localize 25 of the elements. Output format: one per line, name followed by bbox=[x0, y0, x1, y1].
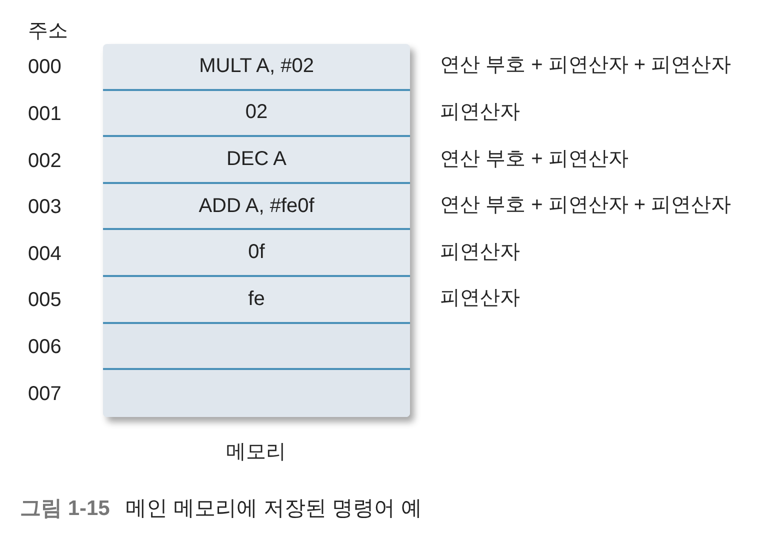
annotation-text: 연산 부호 + 피연산자 + 피연산자 bbox=[440, 53, 732, 78]
annotation-text: 피연산자 bbox=[440, 240, 520, 264]
address-number: 007 bbox=[28, 382, 62, 406]
memory-cell: 02 bbox=[103, 90, 410, 138]
address-number: 002 bbox=[28, 148, 62, 172]
address-number: 004 bbox=[28, 242, 62, 266]
memory-cell: MULT A, #02 bbox=[103, 44, 410, 91]
memory-block bbox=[103, 44, 410, 417]
address-number: 001 bbox=[28, 102, 62, 126]
annotation-text: 피연산자 bbox=[440, 286, 520, 310]
address-number: 000 bbox=[28, 55, 62, 80]
address-number: 003 bbox=[28, 195, 62, 220]
figure-caption: 그림 1-15 메인 메모리에 저장된 명령어 예 bbox=[20, 496, 422, 522]
annotation-text: 연산 부호 + 피연산자 bbox=[440, 146, 628, 170]
memory-cell: DEC A bbox=[103, 137, 410, 184]
annotation-text: 피연산자 bbox=[440, 100, 520, 124]
memory-cell: ADD A, #fe0f bbox=[103, 184, 410, 230]
empty-memory-cell bbox=[103, 324, 410, 370]
address-number: 005 bbox=[28, 288, 62, 312]
memory-label: 메모리 bbox=[225, 440, 287, 464]
column-header: 주소 bbox=[28, 19, 68, 43]
empty-memory-cell bbox=[103, 370, 410, 417]
memory-cell: 0f bbox=[103, 230, 410, 277]
address-number: 006 bbox=[28, 334, 62, 359]
annotation-text: 연산 부호 + 피연산자 + 피연산자 bbox=[440, 193, 732, 218]
